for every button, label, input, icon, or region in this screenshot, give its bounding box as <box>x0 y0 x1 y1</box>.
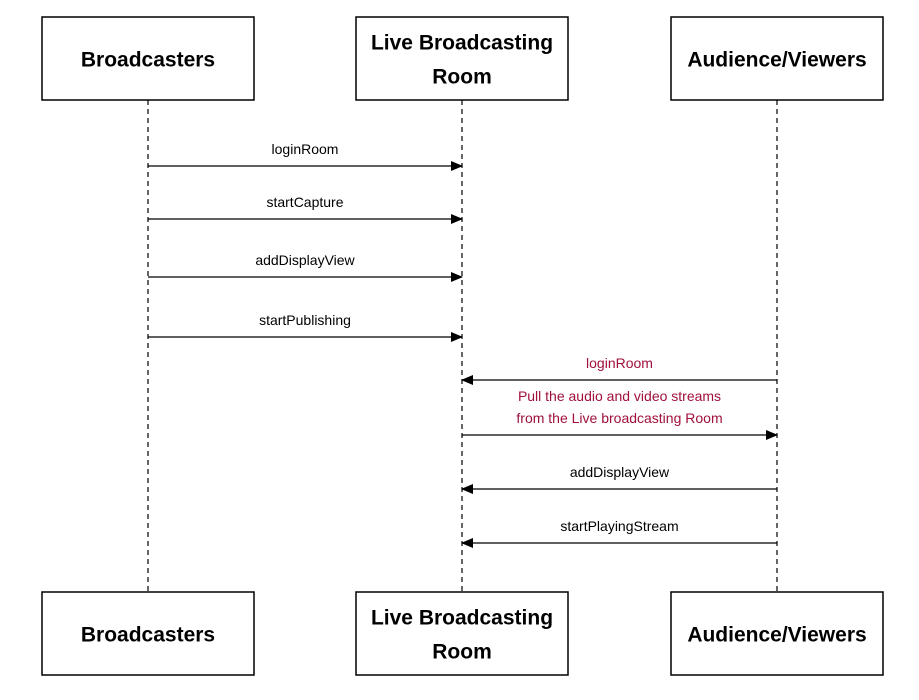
participant-box <box>670 591 884 676</box>
participant-label: Room <box>432 641 492 664</box>
message-4: startPublishing <box>148 312 463 342</box>
participant-box <box>355 591 569 676</box>
message-label: startPlayingStream <box>560 518 678 534</box>
message-label: startCapture <box>266 194 343 210</box>
message-label: addDisplayView <box>255 252 355 268</box>
message-label: Pull the audio and video streams <box>518 388 721 404</box>
participant-label: Audience/Viewers <box>687 624 866 647</box>
participant-label: Live Broadcasting <box>371 607 553 630</box>
message-1: loginRoom <box>148 141 463 171</box>
message-label: startPublishing <box>259 312 351 328</box>
participant-box <box>355 16 569 101</box>
participant-broadcasters-top: Broadcasters <box>41 16 255 101</box>
lifelines <box>147 100 778 592</box>
message-8: startPlayingStream <box>461 518 777 548</box>
participant-label: Audience/Viewers <box>687 49 866 72</box>
participant-broadcasters-bottom: Broadcasters <box>41 591 255 676</box>
participant-audience-top: Audience/Viewers <box>670 16 884 101</box>
participant-label: Room <box>432 66 492 89</box>
message-label: loginRoom <box>272 141 339 157</box>
participant-label: Broadcasters <box>81 49 215 72</box>
participant-label: Broadcasters <box>81 624 215 647</box>
participant-box <box>41 16 255 101</box>
messages: loginRoom startCapture addDisplayView start… <box>148 141 778 548</box>
message-label: loginRoom <box>586 355 653 371</box>
message-5: loginRoom <box>461 355 777 385</box>
message-7: addDisplayView <box>461 464 777 494</box>
message-3: addDisplayView <box>148 252 463 282</box>
participant-box <box>41 591 255 676</box>
message-label: addDisplayView <box>570 464 670 480</box>
message-label: from the Live broadcasting Room <box>516 410 722 426</box>
participant-box <box>670 16 884 101</box>
message-2: startCapture <box>148 194 463 224</box>
message-6: Pull the audio and video streams from the… <box>462 388 778 440</box>
participant-label: Live Broadcasting <box>371 32 553 55</box>
participant-audience-bottom: Audience/Viewers <box>670 591 884 676</box>
